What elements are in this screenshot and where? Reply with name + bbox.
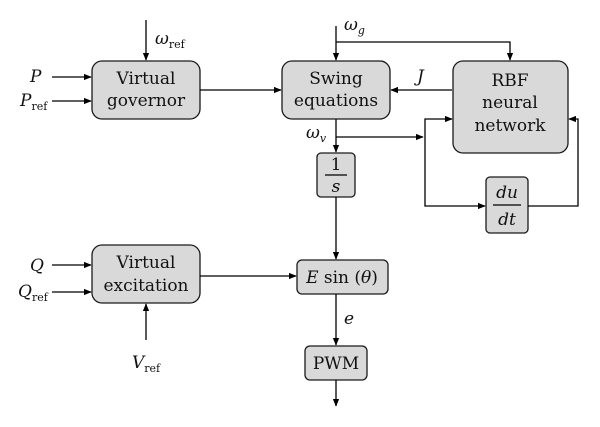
virtual-excitation-block: Virtual excitation — [91, 244, 201, 304]
omega-v-label: ωv — [306, 123, 327, 145]
q-ref-label: Qref — [18, 282, 49, 304]
e-sin-theta-label: E sin (θ) — [305, 268, 378, 288]
q-label: Q — [30, 256, 44, 276]
integrator-numerator: 1 — [331, 155, 342, 175]
v-ref-label: Vref — [132, 353, 161, 375]
j-label: J — [414, 67, 425, 87]
sin-text: sin ( — [324, 268, 361, 288]
integrator-block: 1 s — [316, 152, 356, 198]
rbf-label-2: neural — [482, 93, 538, 113]
omega-ref-label: ωref — [155, 29, 186, 51]
derivative-block: du dt — [485, 176, 529, 234]
p-label: P — [29, 67, 42, 87]
virtual-governor-label-2: governor — [107, 91, 186, 111]
omega-g-label: ωg — [344, 15, 365, 37]
swing-equations-label-1: Swing — [309, 69, 363, 89]
omega-v-to-rbf-arrow — [424, 115, 453, 137]
p-ref-label: Pref — [19, 91, 48, 113]
omega-v-to-derivative-arrow — [424, 137, 486, 210]
swing-equations-block: Swing equations — [281, 60, 391, 120]
connections — [52, 20, 579, 407]
pwm-label: PWM — [313, 354, 359, 374]
theta-symbol: θ — [361, 268, 371, 288]
e-sin-theta-block: E sin (θ) — [296, 259, 389, 295]
virtual-governor-block: Virtual governor — [91, 60, 201, 120]
virtual-excitation-label-1: Virtual — [116, 253, 176, 273]
derivative-denominator: dt — [498, 210, 516, 230]
rbf-label-1: RBF — [491, 71, 528, 91]
swing-equations-label-2: equations — [294, 91, 378, 111]
e-symbol: E — [305, 268, 319, 288]
derivative-to-rbf-arrow — [528, 115, 579, 207]
omega-g-to-rbf-arrow — [336, 41, 514, 61]
integrator-denominator: s — [332, 177, 341, 197]
close-paren: ) — [371, 268, 378, 288]
virtual-governor-label-1: Virtual — [116, 69, 176, 89]
rbf-neural-network-block: RBF neural network — [452, 60, 569, 154]
derivative-numerator: du — [496, 183, 518, 203]
rbf-label-3: network — [474, 116, 546, 136]
e-output-label: e — [344, 309, 354, 329]
virtual-excitation-label-2: excitation — [103, 276, 188, 296]
pwm-block: PWM — [304, 345, 368, 381]
